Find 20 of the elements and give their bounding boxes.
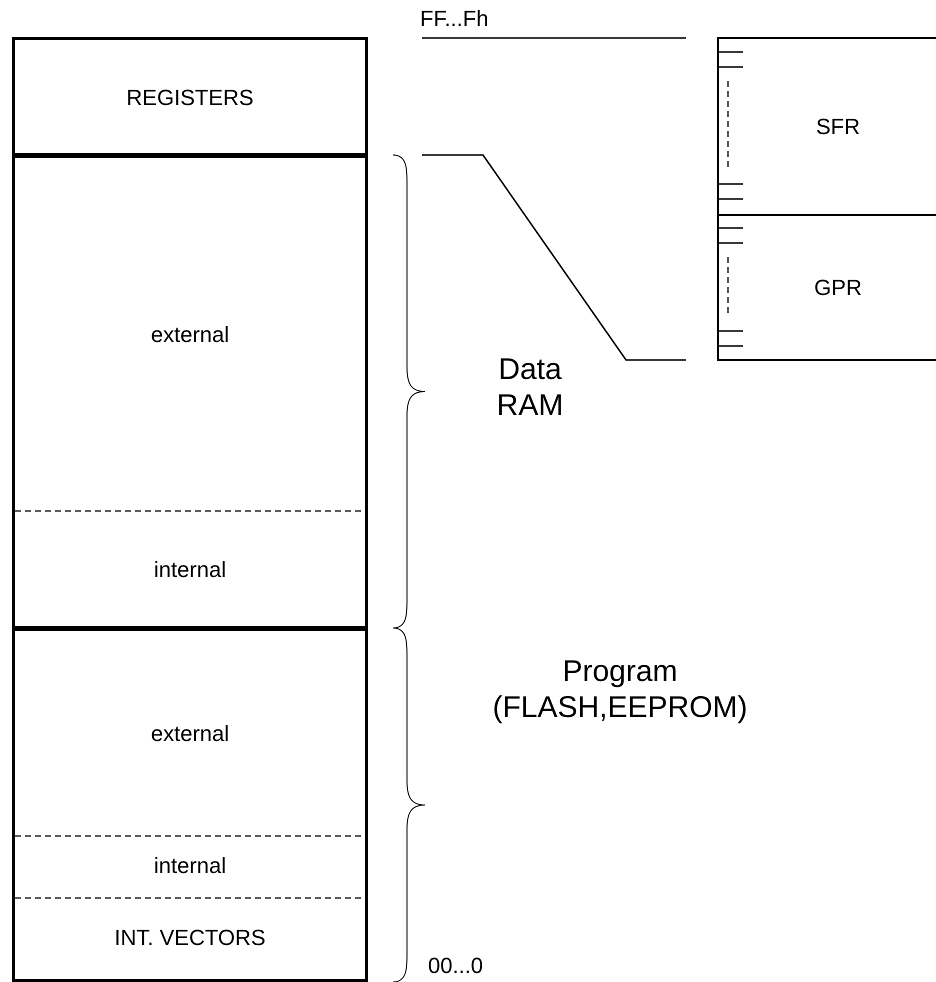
memory-region [12, 153, 368, 511]
region-label: REGISTERS [126, 85, 254, 111]
register-block [717, 37, 936, 215]
register-block [717, 214, 936, 361]
memory-region [12, 626, 368, 836]
region-label: internal [154, 556, 226, 582]
region-label: external [150, 322, 230, 348]
memory-region [12, 37, 368, 156]
region-label: internal [154, 853, 226, 879]
memory-region [12, 510, 368, 629]
address-label: 00...0 [428, 953, 484, 980]
region-label: INT. VECTORS [114, 925, 266, 951]
address-label: FF...Fh [420, 6, 490, 32]
memory-region [12, 897, 368, 982]
memory-region [12, 835, 368, 897]
memory-area-label: Program (FLASH,EEPROM) [491, 654, 749, 726]
register-label: GPR [814, 274, 862, 300]
memory-area-label: Data RAM [496, 352, 564, 424]
register-label: SFR [816, 114, 860, 140]
region-label: external [150, 720, 230, 746]
